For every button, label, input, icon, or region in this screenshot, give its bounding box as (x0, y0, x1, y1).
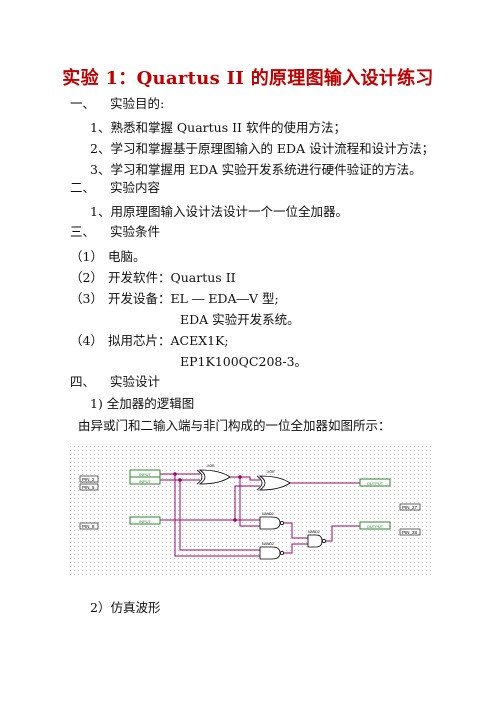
pin-label-pin-8: PIN_8 (82, 524, 95, 529)
pin-label-box (79, 475, 99, 483)
input-pin-box (129, 516, 161, 525)
gate-labels: XOR XOR NAND2 NAND2 NAND2 (207, 464, 320, 546)
output-pin-box (359, 521, 391, 530)
pin-label-pin-28: PIN_28 (402, 530, 418, 535)
nand-gate-3-bubble (321, 539, 326, 544)
content-item: 1、用原理图输入设计法设计一个一位全加器。 (90, 204, 348, 219)
pin-label-pin-27: PIN_27 (402, 505, 418, 510)
junction-dot (233, 518, 237, 522)
condition-4-cont: EP1K100QC208-3。 (180, 354, 308, 369)
schematic-grid (70, 446, 432, 578)
nand-label: NAND2 (262, 512, 274, 516)
input-pins: INPUT INPUT INPUT (129, 469, 161, 525)
logic-gates (196, 469, 326, 560)
wire (239, 477, 260, 527)
design-description: 由异或门和二输入端与非门构成的一位全加器如图所示： (78, 418, 391, 433)
junction-dot (178, 478, 182, 482)
condition-4: （4）拟用芯片：ACEX1K; (70, 333, 229, 348)
wire (280, 543, 308, 554)
output-tag: OUTPUT (367, 481, 384, 486)
output-pins: OUTPUT OUTPUT (359, 478, 391, 530)
schematic-junctions (173, 472, 242, 522)
xor-label: XOR (207, 464, 215, 468)
pin-label-box (399, 528, 421, 536)
input-tag: INPUT (139, 472, 152, 477)
xor-gate-1-extra (196, 469, 203, 485)
nand-gate-1 (259, 516, 281, 530)
pin-label-box (399, 503, 421, 511)
section-4-heading: 四、实验设计 (70, 374, 161, 389)
purpose-item-2: 2、学习和掌握基于原理图输入的 EDA 设计流程和设计方法； (90, 141, 435, 156)
purpose-item-3: 3、学习和掌握用 EDA 实验开发系统进行硬件验证的方法。 (90, 162, 422, 177)
input-tag: INPUT (139, 519, 152, 524)
condition-3-cont: EDA 实验开发系统。 (180, 312, 300, 327)
section-3-heading: 三、实验条件 (70, 224, 161, 239)
wire (280, 522, 308, 539)
nand-label: NAND2 (308, 530, 320, 534)
condition-1: （1）电脑。 (70, 249, 146, 264)
page-title: 实验 1：Quartus II 的原理图输入设计练习 (62, 68, 434, 89)
wire (179, 480, 260, 551)
junction-dot (173, 472, 177, 476)
output-pin-box (359, 478, 391, 487)
wire (174, 474, 260, 557)
output-tag: OUTPUT (367, 524, 384, 529)
xor-gate-2-extra (256, 475, 263, 491)
pin-label-pin-5: PIN_5 (82, 485, 95, 490)
wire (322, 525, 360, 542)
nand-gate-2 (259, 546, 281, 560)
design-subheading-1: 1) 全加器的逻辑图 (90, 396, 195, 411)
full-adder-schematic: INPUT INPUT INPUT PIN_2 PIN_5 PIN_8 PIN_… (70, 446, 432, 578)
nand-label: NAND2 (262, 542, 274, 546)
nand-gate-2-bubble (279, 551, 284, 556)
xor-label: XOR (267, 470, 275, 474)
pin-label-box (79, 483, 99, 491)
nand-gate-3 (307, 534, 323, 548)
nand-gate-1-bubble (279, 521, 284, 526)
condition-3: （3）开发设备：EL ― EDA―V 型; (70, 291, 279, 306)
xor-gate-1 (198, 469, 231, 485)
section-2-heading: 二、实验内容 (70, 180, 161, 195)
purpose-item-1: 1、熟悉和掌握 Quartus II 软件的使用方法； (90, 120, 346, 135)
pin-label-box (79, 522, 99, 530)
design-subheading-2: 2）仿真波形 (90, 600, 161, 615)
input-tag: INPUT (139, 479, 152, 484)
pin-labels: PIN_2 PIN_5 PIN_8 PIN_27 PIN_28 (79, 475, 421, 536)
pin-label-pin-2: PIN_2 (82, 477, 95, 482)
junction-dot (238, 475, 242, 479)
section-1-heading: 一、实验目的: (70, 96, 165, 111)
input-pin-box (129, 476, 161, 485)
xor-gate-2 (258, 475, 291, 491)
condition-2: （2）开发软件：Quartus II (70, 270, 236, 285)
wire (160, 485, 260, 521)
